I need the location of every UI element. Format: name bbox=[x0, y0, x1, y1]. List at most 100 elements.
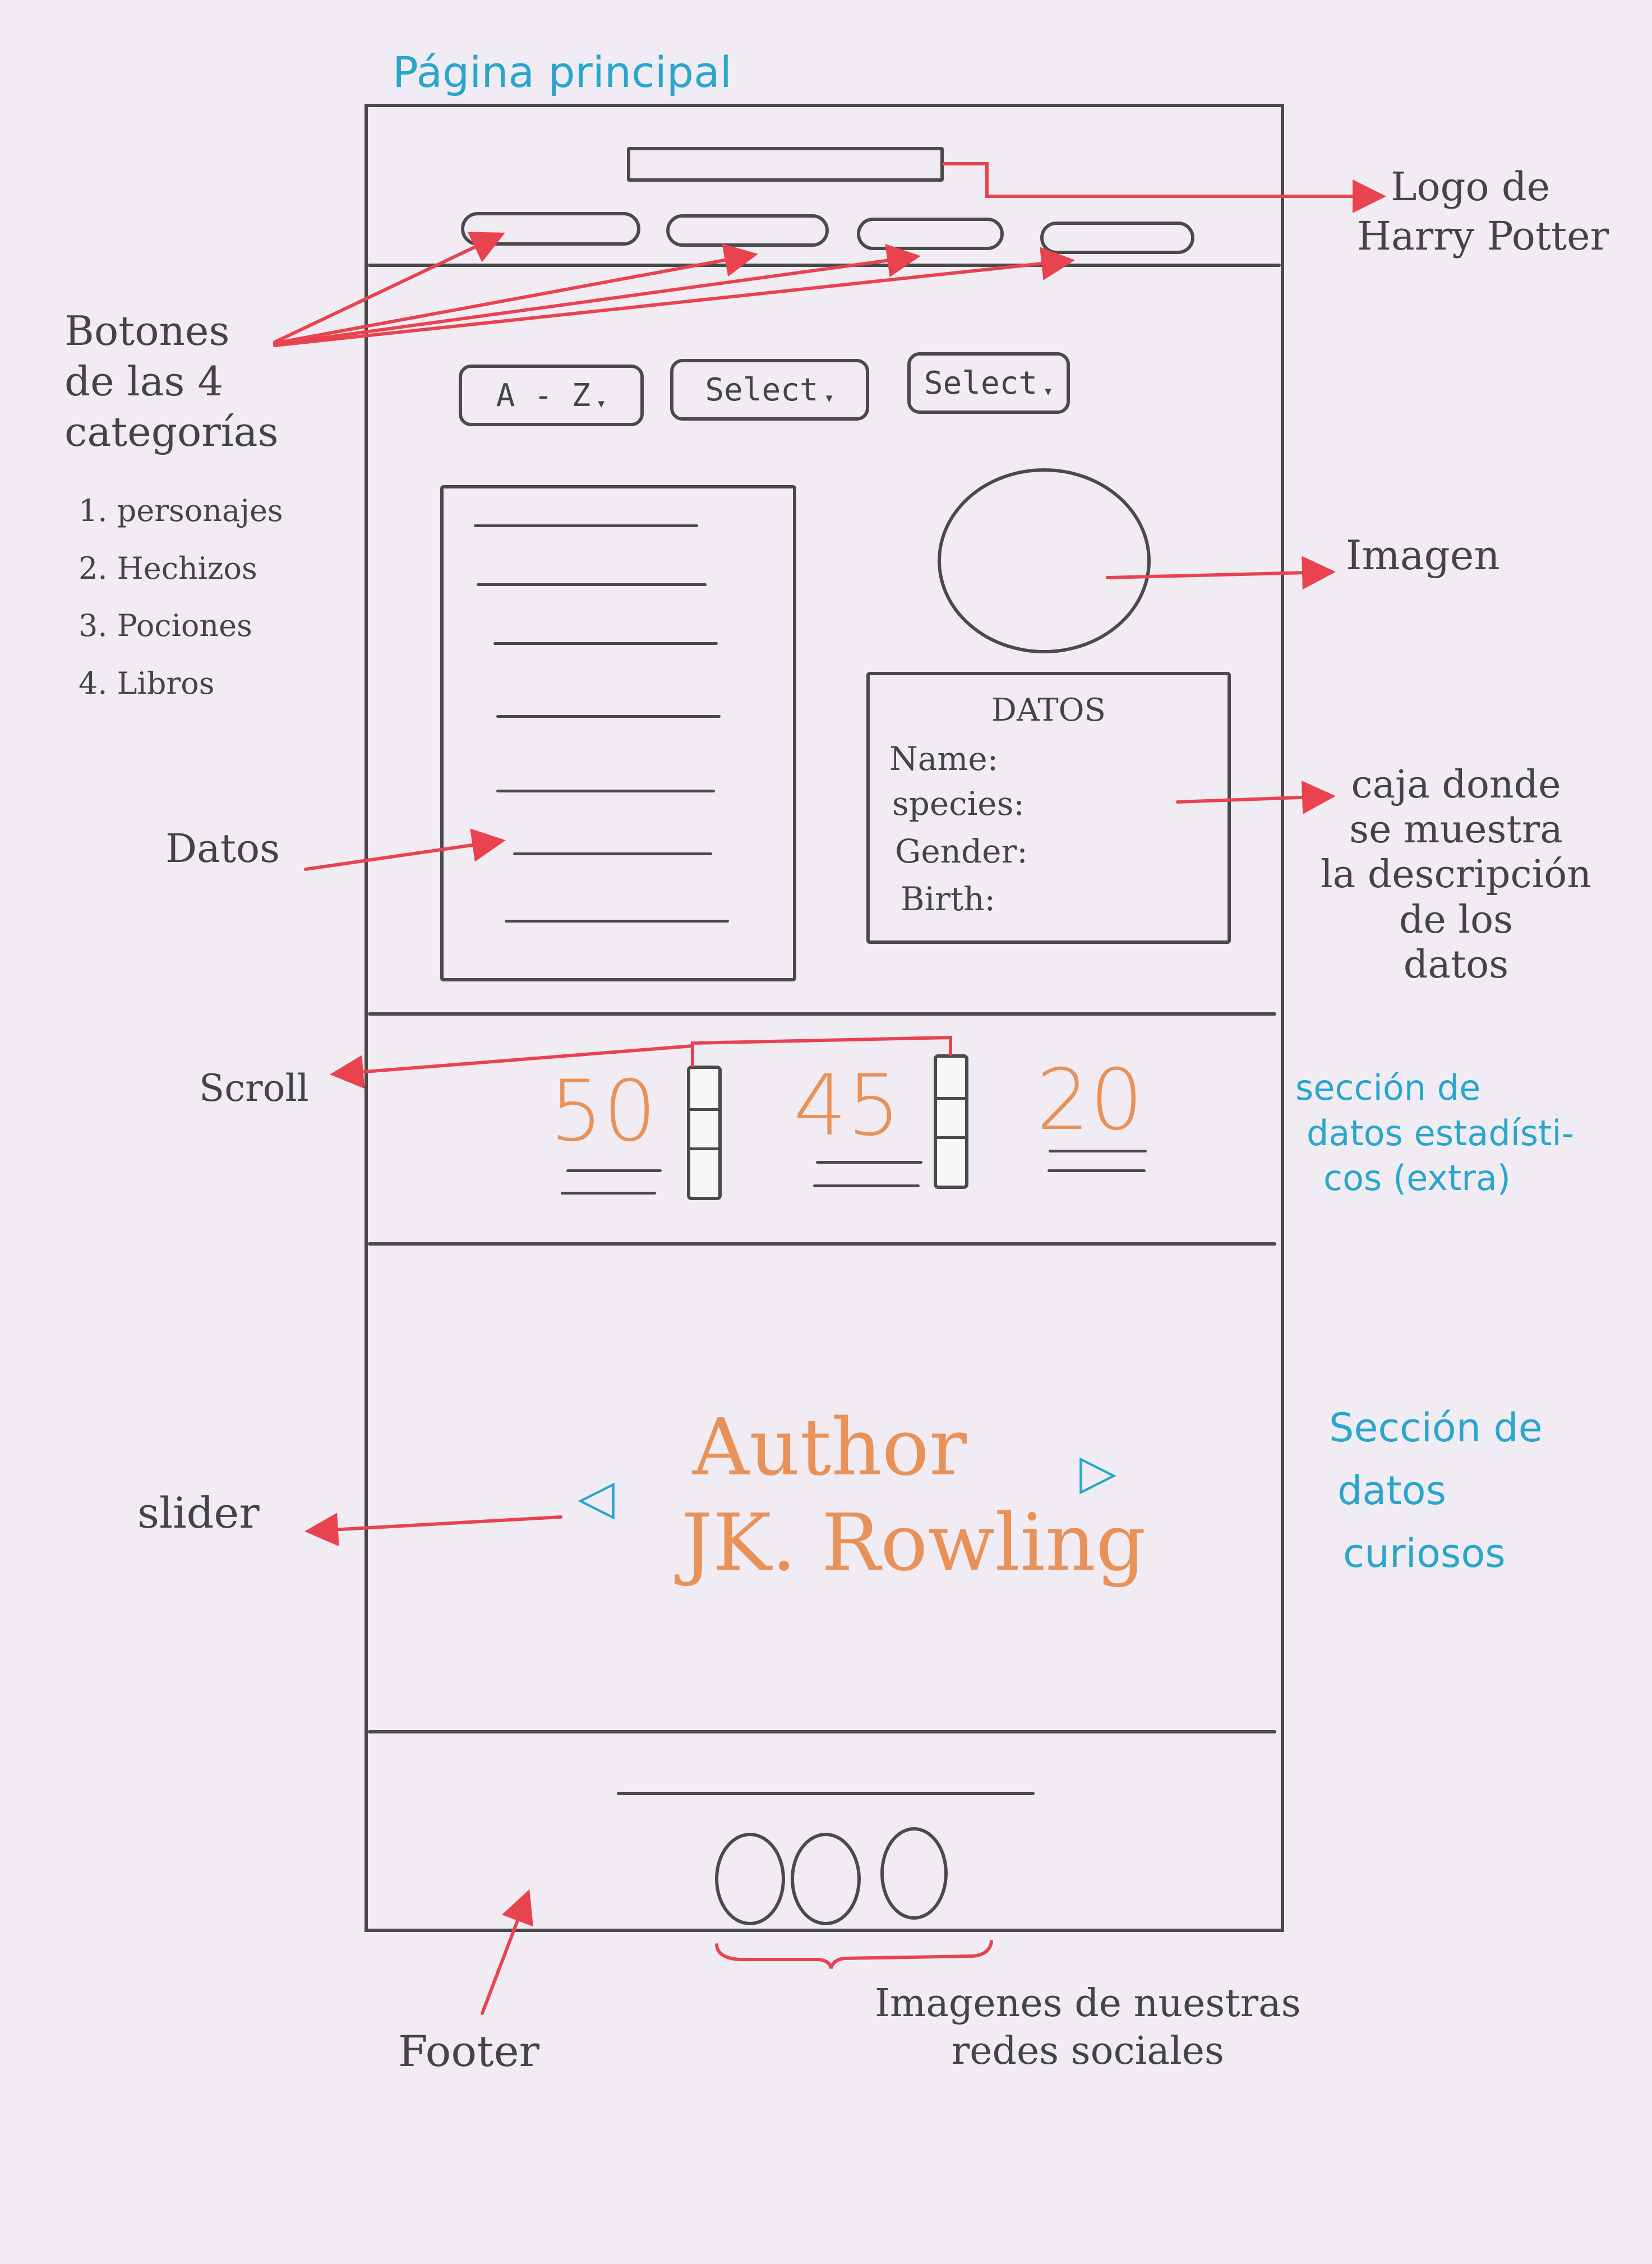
annotation-datos: Datos bbox=[165, 826, 280, 872]
stat-label-line bbox=[1048, 1169, 1146, 1172]
annotation-line: Imagenes de nuestras bbox=[875, 1981, 1301, 2026]
stat-label-line bbox=[816, 1161, 922, 1164]
social-brace bbox=[715, 1940, 993, 1969]
annotation-line: redes sociales bbox=[951, 2029, 1224, 2073]
slider-text-author: Author bbox=[693, 1402, 967, 1493]
page-title: Página principal bbox=[393, 47, 732, 97]
nav-button-libros[interactable] bbox=[1040, 222, 1194, 254]
category-item: 4. Libros bbox=[79, 665, 215, 701]
annotation-line: Botones bbox=[64, 307, 230, 354]
stat-value-3: 20 bbox=[1036, 1052, 1143, 1149]
field-name: Name: bbox=[889, 740, 999, 778]
stat-value-1: 50 bbox=[550, 1063, 657, 1160]
annotation-line: categorías bbox=[64, 408, 279, 455]
annotation-line: Logo de bbox=[1391, 164, 1551, 210]
annotation-buttons: Botones de las 4 categorías bbox=[64, 306, 279, 457]
filter-select-2[interactable]: Select ▾ bbox=[907, 352, 1070, 414]
field-birth: Birth: bbox=[901, 880, 996, 918]
annotation-line: datos bbox=[1337, 1468, 1447, 1514]
nav-button-personajes[interactable] bbox=[461, 212, 640, 246]
annotation-description-box: caja donde se muestra la descripción de … bbox=[1321, 763, 1591, 988]
slider-prev-icon[interactable]: ◁ bbox=[578, 1469, 615, 1525]
annotation-line: se muestra bbox=[1349, 808, 1563, 852]
annotation-line: de los bbox=[1399, 897, 1513, 942]
social-icon-3[interactable] bbox=[880, 1827, 948, 1920]
list-line bbox=[505, 920, 729, 923]
phone-frame bbox=[364, 104, 1284, 1932]
annotation-image: Imagen bbox=[1346, 532, 1500, 579]
arrow-button-3 bbox=[273, 243, 921, 346]
arrow-logo bbox=[942, 162, 1386, 213]
social-icon-2[interactable] bbox=[791, 1833, 861, 1925]
annotation-line: Sección de bbox=[1329, 1405, 1543, 1451]
caret-down-icon: ▾ bbox=[1043, 381, 1054, 401]
stat-scroll-handle-2[interactable] bbox=[934, 1054, 968, 1189]
field-species: species: bbox=[892, 785, 1025, 823]
filter-select-1[interactable]: Select ▾ bbox=[670, 359, 869, 421]
arrow-description-box bbox=[1176, 780, 1336, 814]
list-line bbox=[474, 524, 698, 527]
arrow-footer bbox=[481, 1889, 533, 2015]
stats-divider-bottom bbox=[368, 1242, 1276, 1246]
filter-sort-az[interactable]: A - Z ▾ bbox=[459, 365, 644, 426]
list-line bbox=[513, 852, 712, 855]
annotation-scroll: Scroll bbox=[199, 1067, 309, 1110]
annotation-line: Harry Potter bbox=[1357, 213, 1609, 259]
annotation-curious-section: Sección de datos curiosos bbox=[1329, 1396, 1543, 1585]
annotation-stats-section: sección de datos estadísti- cos (extra) bbox=[1295, 1066, 1574, 1201]
filter-label: A - Z bbox=[496, 377, 591, 414]
annotation-line: la descripción bbox=[1321, 852, 1592, 897]
caret-down-icon: ▾ bbox=[596, 393, 607, 413]
annotation-line: datos estadísti- bbox=[1307, 1112, 1575, 1154]
stat-scroll-handle-1[interactable] bbox=[687, 1066, 722, 1200]
description-box: DATOS Name: species: Gender: Birth: bbox=[866, 672, 1231, 944]
stat-label-line bbox=[561, 1192, 656, 1195]
annotation-slider: slider bbox=[137, 1488, 260, 1538]
stat-label-line bbox=[566, 1169, 662, 1172]
arrow-scroll bbox=[336, 1035, 952, 1074]
annotation-line: curiosos bbox=[1343, 1530, 1506, 1576]
category-item: 2. Hechizos bbox=[79, 550, 257, 586]
stat-label-line bbox=[1049, 1150, 1147, 1152]
arrow-button-4 bbox=[273, 247, 1075, 347]
stats-divider-top bbox=[368, 1012, 1276, 1016]
filter-label: Select bbox=[924, 365, 1038, 402]
nav-button-pociones[interactable] bbox=[857, 218, 1004, 250]
annotation-line: sección de bbox=[1295, 1067, 1481, 1108]
stat-label-line bbox=[813, 1184, 920, 1187]
field-gender: Gender: bbox=[895, 832, 1028, 870]
annotation-categories: 1. personajes 2. Hechizos 3. Pociones 4.… bbox=[79, 482, 283, 712]
arrow-slider bbox=[304, 1513, 562, 1547]
category-item: 1. personajes bbox=[79, 493, 283, 528]
arrow-datos bbox=[304, 828, 506, 871]
category-item: 3. Pociones bbox=[79, 608, 252, 644]
slider-text-name: JK. Rowling bbox=[681, 1497, 1146, 1589]
stat-value-2: 45 bbox=[793, 1057, 901, 1155]
list-line bbox=[496, 715, 721, 718]
slider-next-icon[interactable]: ▷ bbox=[1079, 1444, 1117, 1500]
annotation-line: datos bbox=[1403, 942, 1509, 987]
caret-down-icon: ▾ bbox=[824, 388, 834, 408]
description-title: DATOS bbox=[991, 692, 1106, 728]
annotation-line: cos (extra) bbox=[1323, 1158, 1511, 1199]
logo-placeholder bbox=[627, 147, 944, 182]
annotation-line: caja donde bbox=[1351, 763, 1561, 807]
annotation-logo: Logo de Harry Potter bbox=[1357, 163, 1609, 261]
list-line bbox=[496, 790, 715, 792]
annotation-social: Imagenes de nuestras redes sociales bbox=[875, 1980, 1301, 2075]
footer-line bbox=[617, 1792, 1035, 1795]
social-icon-1[interactable] bbox=[715, 1833, 785, 1925]
list-line bbox=[493, 642, 718, 645]
arrow-image bbox=[1106, 556, 1336, 590]
data-list-box bbox=[440, 485, 796, 981]
list-line bbox=[477, 583, 707, 586]
header-divider bbox=[368, 264, 1281, 267]
arrow-button-1 bbox=[273, 232, 505, 344]
arrow-button-2 bbox=[273, 243, 758, 345]
annotation-line: de las 4 bbox=[64, 358, 224, 405]
filter-label: Select bbox=[705, 371, 819, 408]
character-image bbox=[938, 468, 1151, 653]
annotation-footer: Footer bbox=[398, 2026, 539, 2076]
